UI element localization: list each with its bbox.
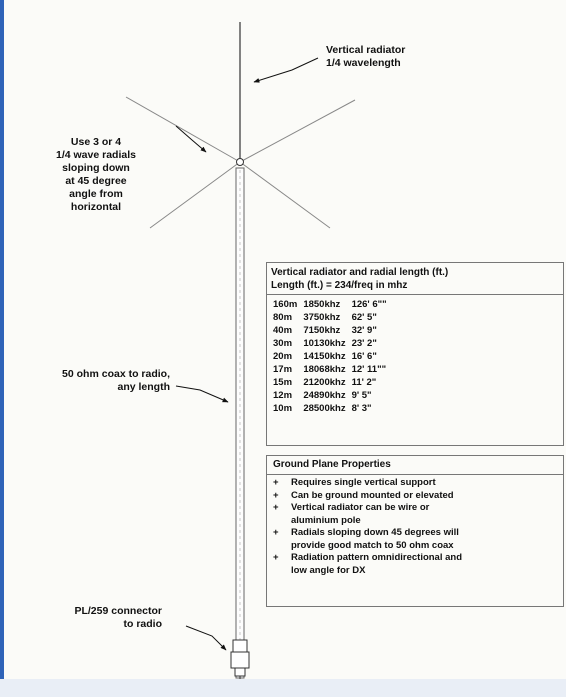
freq-cell: 1850khz — [303, 299, 341, 310]
table-row: 30m 10130khz 23' 2" — [273, 337, 393, 350]
length-cell: 12' 11"" — [351, 364, 387, 375]
bullet: + — [273, 502, 279, 513]
band-cell: 10m — [273, 403, 293, 414]
length-cell: 23' 2" — [351, 338, 377, 349]
freq-cell: 7150khz — [303, 325, 341, 336]
list-item-text: Can be ground mounted or elevated — [291, 489, 454, 501]
list-item-text: Vertical radiator can be wire or alumini… — [291, 502, 430, 526]
table-row: 40m 7150khz 32' 9" — [273, 324, 393, 337]
bullet: + — [273, 477, 279, 488]
length-table-title: Vertical radiator and radial length (ft.… — [271, 267, 449, 278]
length-table-box: Vertical radiator and radial length (ft.… — [266, 262, 564, 446]
ground-plane-box: Ground Plane Properties + Requires single… — [266, 455, 564, 607]
arrow-connector — [185, 625, 227, 651]
freq-cell: 24890khz — [303, 390, 346, 401]
page-border — [0, 0, 4, 697]
list-item: + Can be ground mounted or elevated — [273, 490, 557, 503]
band-cell: 80m — [273, 312, 293, 323]
band-cell: 12m — [273, 390, 293, 401]
table-row: 160m 1850khz 126' 6"" — [273, 298, 393, 311]
length-cell: 11' 2" — [351, 377, 377, 388]
length-cell: 126' 6"" — [351, 299, 387, 310]
bullet: + — [273, 552, 279, 563]
band-cell: 20m — [273, 351, 293, 362]
list-item-text: Requires single vertical support — [291, 477, 436, 488]
band-cell: 17m — [273, 364, 293, 375]
radials-label: Use 3 or 4 1/4 wave radials sloping down… — [56, 136, 136, 213]
ground-plane-list: + Requires single vertical support + Can be… — [267, 477, 563, 577]
length-formula: Length (ft.) = 234/freq in mhz — [267, 279, 563, 295]
bullet: + — [273, 489, 279, 501]
freq-cell: 21200khz — [303, 377, 346, 388]
band-cell: 40m — [273, 325, 293, 336]
band-cell: 160m — [273, 299, 298, 310]
table-row: 15m 21200khz 11' 2" — [273, 376, 393, 389]
band-cell: 15m — [273, 377, 293, 388]
list-item-text: Radiation pattern omnidirectional and lo… — [291, 552, 463, 576]
arrow-radials — [175, 125, 207, 153]
vertical-radiator-label: Vertical radiator 1/4 wavelength — [326, 44, 406, 69]
bullet: + — [273, 527, 279, 538]
coax-label: 50 ohm coax to radio, any length — [62, 368, 170, 393]
table-row: 17m 18068khz 12' 11"" — [273, 363, 393, 376]
length-cell: 32' 9" — [351, 325, 377, 336]
freq-cell: 14150khz — [303, 351, 346, 362]
band-cell: 30m — [273, 338, 293, 349]
table-row: 20m 14150khz 16' 6" — [273, 350, 393, 363]
feed-point — [236, 158, 244, 166]
length-cell: 62' 5" — [351, 312, 377, 323]
list-item: + Radials sloping down 45 degrees will pr… — [273, 527, 557, 552]
table-row: 10m 28500khz 8' 3" — [273, 402, 393, 415]
connector-label: PL/259 connector to radio — [74, 605, 162, 630]
freq-cell: 3750khz — [303, 312, 341, 323]
list-item: + Requires single vertical support — [273, 477, 557, 490]
pl259-connector — [230, 639, 250, 690]
arrow-coax — [175, 385, 229, 403]
list-item-text: Radials sloping down 45 degrees will pro… — [291, 527, 459, 551]
ground-plane-title: Ground Plane Properties — [267, 456, 563, 475]
radials — [125, 96, 356, 229]
freq-cell: 28500khz — [303, 403, 346, 414]
list-item: + Vertical radiator can be wire or alumin… — [273, 502, 557, 527]
arrow-vertical-radiator — [253, 57, 319, 83]
freq-cell: 10130khz — [303, 338, 346, 349]
length-cell: 8' 3" — [351, 403, 372, 414]
list-item: + Radiation pattern omnidirectional and l… — [273, 552, 557, 577]
table-row: 80m 3750khz 62' 5" — [273, 311, 393, 324]
length-table: 160m 1850khz 126' 6"" 80m 3750khz 62' 5" 40m 71… — [273, 298, 393, 415]
length-cell: 9' 5" — [351, 390, 372, 401]
freq-cell: 18068khz — [303, 364, 346, 375]
length-cell: 16' 6" — [351, 351, 377, 362]
table-row: 12m 24890khz 9' 5" — [273, 389, 393, 402]
bottom-strip — [0, 679, 566, 697]
